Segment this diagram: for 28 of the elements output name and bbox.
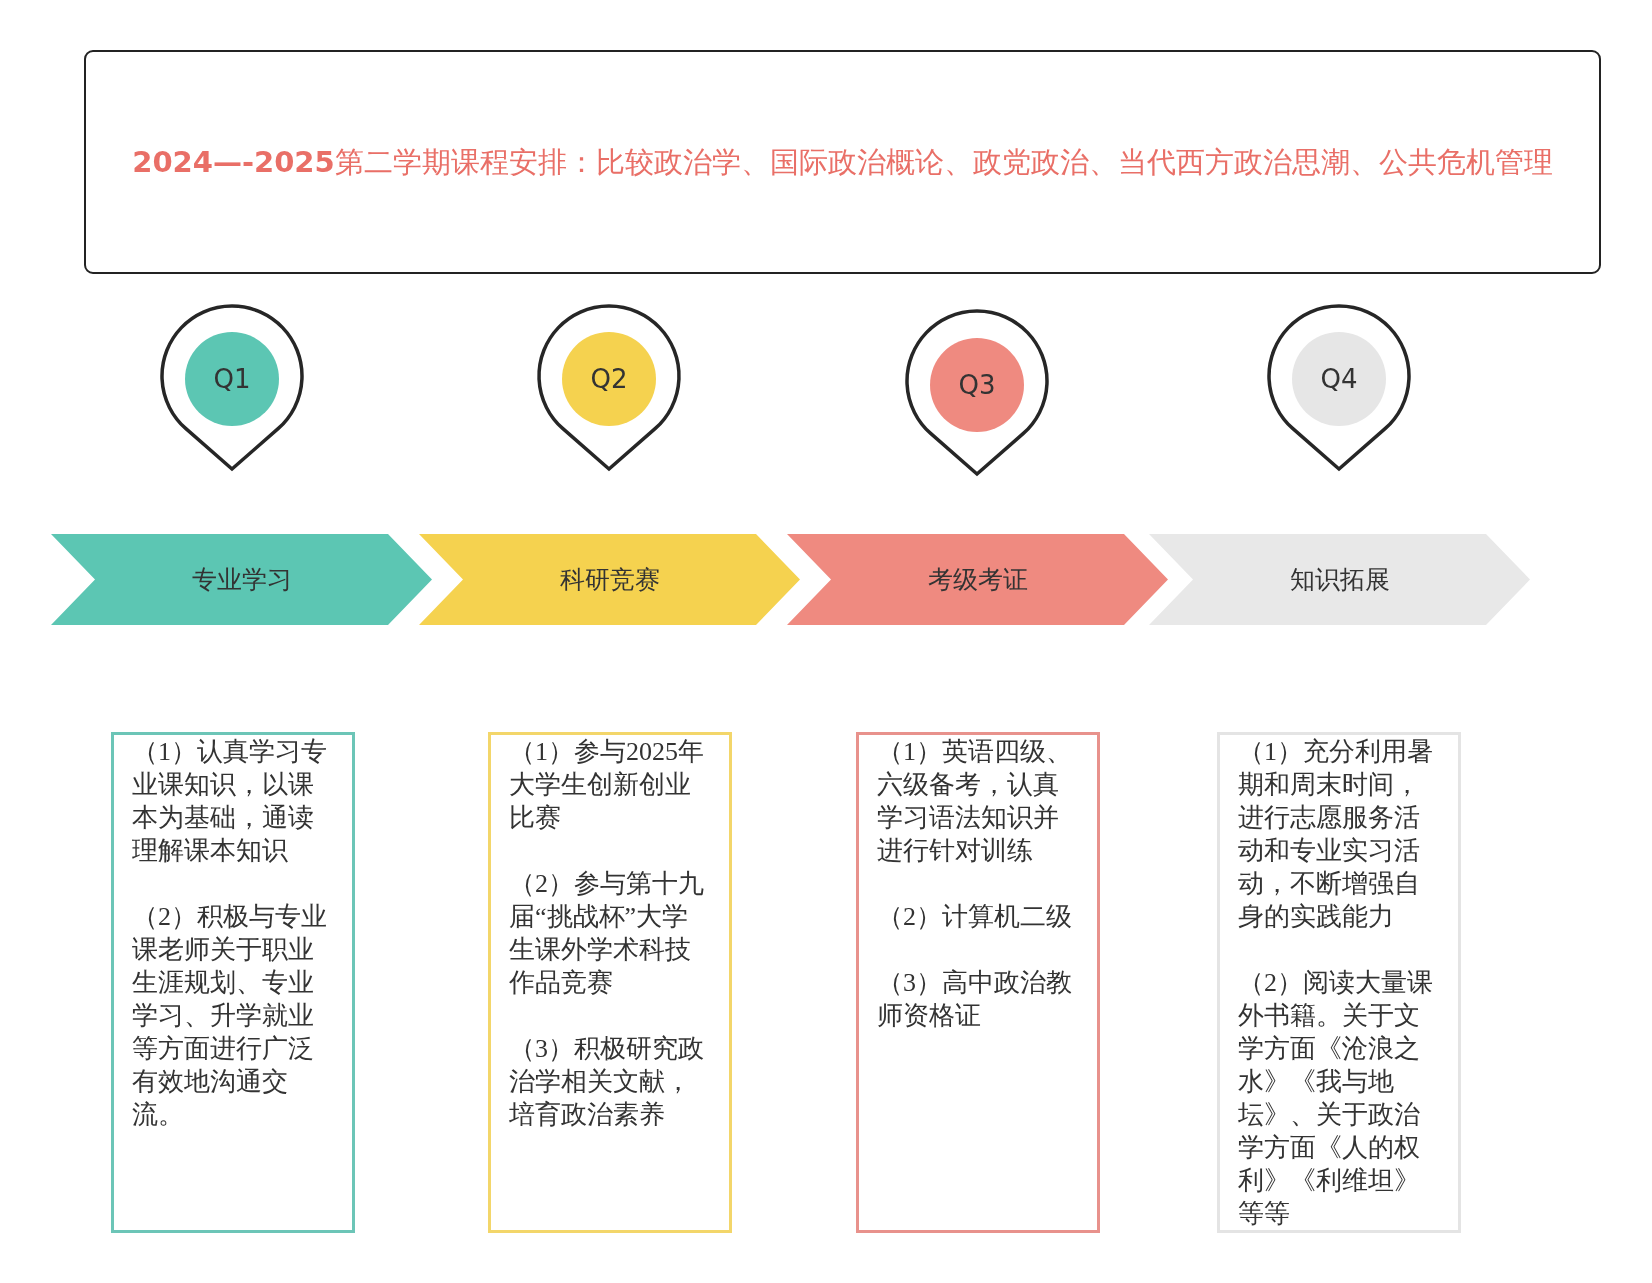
plan-item: （1）认真学习专业课知识，以课本为基础，通读理解课本知识 xyxy=(132,736,328,867)
text-panel xyxy=(856,732,1100,1233)
stage-banner xyxy=(51,534,432,625)
plan-item: （1）充分利用暑期和周末时间，进行志愿服务活动和专业实习活动，不断增强自身的实践能力 xyxy=(1238,736,1434,933)
plan-item: （3）积极研究政治学相关文献，培育政治素养 xyxy=(509,1033,705,1131)
plan-item: （1）英语四级、六级备考，认真学习语法知识并进行针对训练 xyxy=(877,736,1073,867)
location-pin xyxy=(903,307,1051,478)
plan-item: （2）阅读大量课外书籍。关于文学方面《沧浪之水》《我与地坛》、关于政治学方面《人的权利》《利维坦》等等 xyxy=(1238,967,1434,1230)
plan-item: （2）积极与专业课老师关于职业生涯规划、专业学习、升学就业等方面进行广泛有效地沟通交流。 xyxy=(132,901,328,1131)
location-pin xyxy=(1265,302,1413,473)
stage-banner xyxy=(419,534,800,625)
stage-banner xyxy=(787,534,1168,625)
title-banner xyxy=(84,50,1601,274)
stage-label: 科研竞赛 xyxy=(559,564,660,596)
text-panel xyxy=(111,732,355,1233)
text-panel xyxy=(488,732,732,1233)
plan-item: （3）高中政治教师资格证 xyxy=(877,967,1073,1032)
stage-label: 知识拓展 xyxy=(1289,564,1390,596)
location-pin xyxy=(158,302,306,473)
location-pin xyxy=(535,302,683,473)
text-panel xyxy=(1217,732,1461,1233)
stage-banner xyxy=(1149,534,1530,625)
title-text: 2024—-2025第二学期课程安排：比较政治学、国际政治概论、政党政治、当代西方政治思潮、公共危机管理 xyxy=(132,144,1553,181)
plan-item: （2）参与第十九届“挑战杯”大学生课外学术科技作品竞赛 xyxy=(509,868,705,999)
plan-item: （1）参与2025年大学生创新创业比赛 xyxy=(509,736,705,834)
stage-label: 考级考证 xyxy=(927,564,1028,596)
stage-label: 专业学习 xyxy=(191,564,292,596)
plan-item: （2）计算机二级 xyxy=(877,901,1073,933)
